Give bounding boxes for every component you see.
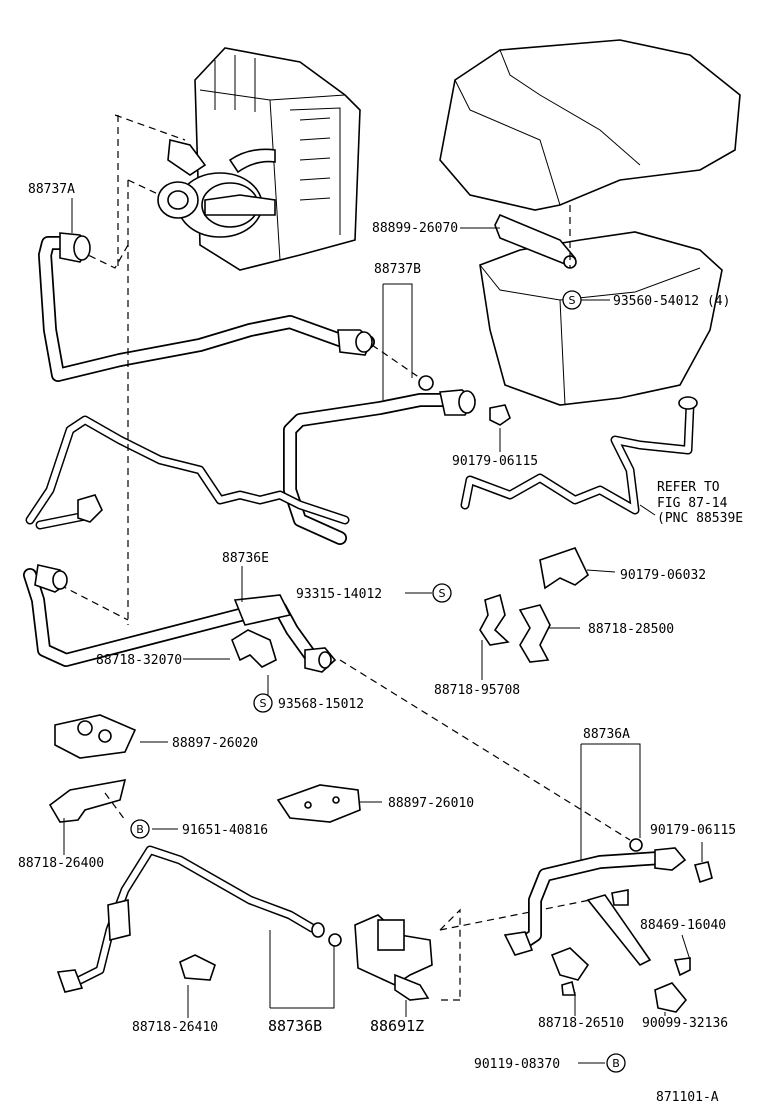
clip-88718-95708 <box>479 593 510 646</box>
clip-88469-16040 <box>673 957 691 977</box>
hose-88736a <box>503 838 713 956</box>
label-90179-06115-a: 90179-06115 <box>452 454 538 469</box>
gasket-88897-26020 <box>54 714 137 759</box>
label-90099-32136: 90099-32136 <box>642 1016 728 1031</box>
label-88718-26510: 88718-26510 <box>538 1016 624 1031</box>
label-91651-40816: 91651-40816 <box>182 823 268 838</box>
label-refer-line3: (PNC 88539E <box>657 511 743 526</box>
label-refer-line1: REFER TO <box>657 480 720 495</box>
clip-90179-06032 <box>539 547 590 590</box>
grommet-90099-32136 <box>654 982 688 1013</box>
label-90179-06032: 90179-06032 <box>620 568 706 583</box>
label-88736e: 88736E <box>222 551 269 566</box>
motor-88691z <box>354 914 433 1001</box>
clip-88718-28500 <box>518 604 551 663</box>
label-88718-26400: 88718-26400 <box>18 856 104 871</box>
label-90179-06115-b: 90179-06115 <box>650 823 736 838</box>
label-88469-16040: 88469-16040 <box>640 918 726 933</box>
label-88737a: 88737A <box>28 182 75 197</box>
label-93560-54012: 93560-54012 (4) <box>613 294 730 309</box>
label-88736b: 88736B <box>268 1017 322 1035</box>
marker-b-2: B <box>612 1057 620 1070</box>
console-box <box>439 39 741 406</box>
label-88718-95708: 88718-95708 <box>434 683 520 698</box>
label-88718-26410: 88718-26410 <box>132 1020 218 1035</box>
label-88897-26020: 88897-26020 <box>172 736 258 751</box>
marker-b-1: B <box>136 823 144 836</box>
label-88736a: 88736A <box>583 727 630 742</box>
label-88737b: 88737B <box>374 262 421 277</box>
marker-s-3: S <box>260 697 267 710</box>
figure-number: 871101-A <box>656 1090 719 1105</box>
label-93315-14012: 93315-14012 <box>296 587 382 602</box>
label-93568-15012: 93568-15012 <box>278 697 364 712</box>
clip-88718-26510 <box>550 947 590 981</box>
label-refer-line2: FIG 87-14 <box>657 496 728 511</box>
clip-88718-26410 <box>179 954 216 981</box>
bracket <box>586 894 652 967</box>
gasket-88897-26010 <box>276 784 361 823</box>
label-90119-08370: 90119-08370 <box>474 1057 560 1072</box>
hose-88736e <box>23 564 337 673</box>
clip-88718-26400 <box>48 778 127 823</box>
hose-88737a <box>25 232 511 545</box>
label-88718-28500: 88718-28500 <box>588 622 674 637</box>
heater-unit <box>157 47 361 271</box>
marker-s-2: S <box>439 587 446 600</box>
label-88899-26070: 88899-26070 <box>372 221 458 236</box>
tube-refer <box>460 396 698 515</box>
label-88718-32070: 88718-32070 <box>96 653 182 668</box>
label-88897-26010: 88897-26010 <box>388 796 474 811</box>
label-88691z: 88691Z <box>370 1017 424 1035</box>
marker-s-1: S <box>569 294 576 307</box>
tube-88736b <box>56 845 342 993</box>
